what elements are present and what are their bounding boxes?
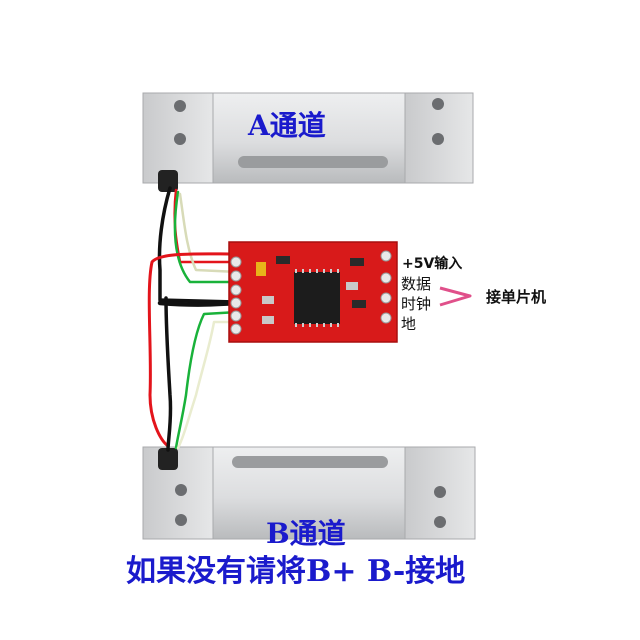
load-cell-top-slot — [238, 156, 388, 168]
mount-hole — [432, 98, 444, 110]
mount-hole — [434, 516, 446, 528]
pad — [230, 323, 242, 335]
clock-label: 时钟 — [401, 295, 432, 313]
wire-black — [157, 186, 238, 304]
ground-label: 地 — [401, 315, 417, 333]
pad — [230, 256, 242, 268]
pad — [230, 270, 242, 282]
capacitor — [256, 262, 266, 276]
resistor — [262, 316, 274, 324]
mcu-label: 接单片机 — [486, 288, 547, 306]
mount-hole — [175, 484, 187, 496]
chip-icon — [294, 272, 340, 324]
wire-red-drawn — [147, 252, 238, 448]
mount-hole — [174, 100, 186, 112]
wire-white — [178, 192, 240, 274]
wire-green — [173, 190, 240, 284]
mount-hole — [175, 514, 187, 526]
pad — [230, 297, 242, 309]
wires — [147, 186, 243, 452]
hx711-board — [228, 241, 398, 343]
pad — [230, 284, 242, 296]
pad-data — [380, 272, 392, 284]
pad-ground — [380, 312, 392, 324]
wire-black-drawn — [164, 296, 173, 452]
resistor — [262, 296, 274, 304]
mount-hole — [174, 133, 186, 145]
load-cell-top — [142, 92, 474, 192]
load-cell-bottom — [142, 446, 476, 540]
power-label: +5V输入 — [402, 256, 463, 272]
resistor — [276, 256, 290, 264]
channel-a-label: A通道 — [248, 109, 326, 142]
load-cell-bottom-slot — [232, 456, 388, 468]
mount-hole — [432, 133, 444, 145]
resistor — [350, 258, 364, 266]
pad — [230, 310, 242, 322]
wire-white-bottom — [176, 320, 240, 450]
data-label: 数据 — [401, 275, 432, 293]
ground-note: 如果没有请将B+ B-接地 — [126, 554, 466, 589]
arrow-right-icon — [439, 286, 472, 307]
pad-clock — [380, 292, 392, 304]
wire-green-bottom — [174, 310, 240, 450]
resistor — [346, 282, 358, 290]
resistor — [352, 300, 366, 308]
pad-vcc — [380, 250, 392, 262]
channel-b-label: B通道 — [266, 517, 346, 550]
mount-hole — [434, 486, 446, 498]
